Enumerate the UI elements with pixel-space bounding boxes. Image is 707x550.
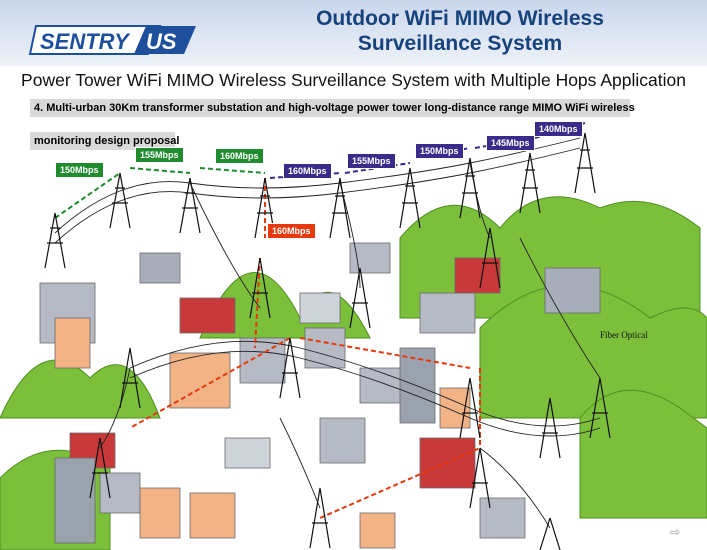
proposal-line-1: 4. Multi-urban 30Km transformer substati… bbox=[34, 102, 635, 114]
network-illustration bbox=[0, 122, 707, 550]
title-line-1: Outdoor WiFi MIMO Wireless bbox=[316, 7, 604, 30]
rate-label-150-purple: 150Mbps bbox=[415, 143, 464, 159]
svg-text:SENTRY: SENTRY bbox=[40, 29, 131, 54]
fiber-optical-label: Fiber Optical bbox=[600, 330, 648, 340]
proposal-band-2 bbox=[30, 132, 175, 150]
subtitle: Power Tower WiFi MIMO Wireless Surveilla… bbox=[21, 70, 686, 90]
rate-label-140-purple: 140Mbps bbox=[534, 121, 583, 137]
rate-label-145-purple: 145Mbps bbox=[486, 135, 535, 151]
proposal-line-2: monitoring design proposal bbox=[34, 135, 180, 147]
rate-label-160-green: 160Mbps bbox=[215, 148, 264, 164]
svg-text:US: US bbox=[146, 29, 177, 54]
power-towers bbox=[44, 132, 611, 550]
rate-label-150-green: 150Mbps bbox=[55, 162, 104, 178]
rate-label-155-green: 155Mbps bbox=[135, 147, 184, 163]
next-slide-icon[interactable]: ⇨ bbox=[670, 525, 681, 539]
proposal-band-1 bbox=[30, 99, 630, 117]
sentry-us-logo: SENTRY US bbox=[28, 25, 196, 55]
rate-label-160-purple: 160Mbps bbox=[283, 163, 332, 179]
page-title: Outdoor WiFi MIMO Wireless Surveillance … bbox=[230, 6, 690, 56]
header-banner: SENTRY US Outdoor WiFi MIMO Wireless Sur… bbox=[0, 0, 707, 66]
rate-label-155-purple: 155Mbps bbox=[347, 153, 396, 169]
title-line-2: Surveillance System bbox=[357, 32, 563, 55]
rate-label-160-red: 160Mbps bbox=[267, 223, 316, 239]
